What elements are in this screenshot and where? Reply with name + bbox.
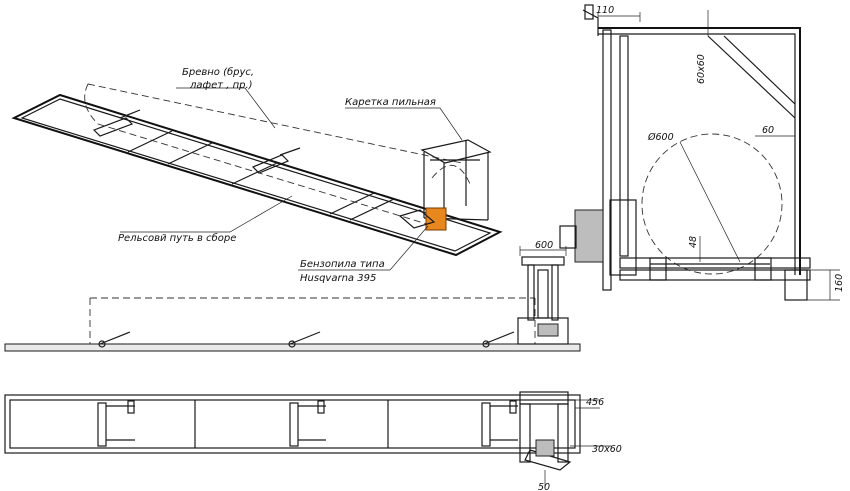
log-circle <box>641 133 783 275</box>
dim-48: 48 <box>688 236 699 248</box>
dim-110: 110 <box>596 5 614 16</box>
top-view <box>4 391 612 488</box>
dim-160: 160 <box>834 274 845 292</box>
dim-diameter: Ø600 <box>647 132 674 143</box>
side-view <box>4 246 581 352</box>
dim-60x60: 60x60 <box>696 54 707 84</box>
isometric-view <box>11 83 503 271</box>
dim-50: 50 <box>538 482 550 491</box>
label-chainsaw-model: Husqvarna 395 <box>300 273 376 284</box>
front-view <box>559 4 840 301</box>
dim-60: 60 <box>762 125 774 136</box>
dim-30x60: 30x60 <box>592 444 622 455</box>
top-support-1 <box>97 400 135 447</box>
top-support-2 <box>289 400 326 447</box>
label-carriage: Каретка пильная <box>345 97 436 108</box>
chainsaw-body <box>425 207 447 231</box>
saw-carriage <box>398 139 492 231</box>
top-support-3 <box>481 400 518 447</box>
label-log: Бревно (брус, <box>182 66 254 78</box>
dim-600: 600 <box>535 240 553 251</box>
dim-456: 456 <box>586 397 604 408</box>
label-rail-track: Рельсовй путь в сборе <box>118 232 236 244</box>
label-chainsaw: Бензопила типа <box>300 259 385 270</box>
label-log-line2: лафет , пр.) <box>189 80 253 91</box>
